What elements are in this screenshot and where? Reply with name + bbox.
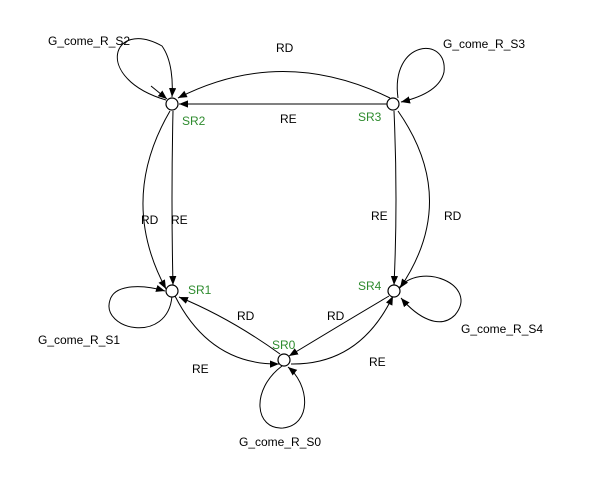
state-sr4-label: SR4 [358,279,382,293]
state-sr2-label: SR2 [182,114,206,128]
self-loop-sr4 [397,275,462,323]
loop-label-s4: G_come_R_S4 [461,322,543,336]
edge-sr0-to-sr4-lower [290,295,394,365]
edge-label-sr1-sr2-right: RE [171,213,188,227]
edge-sr3-to-sr2-top [177,71,391,99]
state-sr1-node[interactable] [165,284,179,298]
edge-label-sr0-sr1-lower: RE [192,362,209,376]
loop-label-s2: G_come_R_S2 [48,34,130,48]
loop-label-s1: G_come_R_S1 [38,333,120,347]
self-loop-sr3 [396,48,445,104]
edge-label-sr2-sr3-top: RD [276,41,294,55]
state-sr3-node[interactable] [386,97,400,111]
loop-label-s0: G_come_R_S0 [239,435,321,449]
state-sr0-node[interactable] [277,353,291,367]
edge-sr0-to-sr1-upper [178,296,281,355]
state-sr4-node[interactable] [387,284,401,298]
edge-label-sr4-sr0-upper: RD [327,309,345,323]
edge-label-sr1-sr0-upper: RD [237,309,255,323]
edge-label-sr3-sr4-left: RE [371,209,388,223]
edge-label-sr2-sr1-left: RD [141,213,159,227]
state-sr0-label: SR0 [272,338,296,352]
edge-label-sr3-sr4-right: RD [444,209,462,223]
self-loop-sr1 [108,284,173,329]
state-sr1-label: SR1 [188,283,212,297]
state-sr2-node[interactable] [165,97,179,111]
edge-sr4-to-sr0-upper [288,295,390,357]
loop-label-s3: G_come_R_S3 [443,37,525,51]
self-loop-sr2 [116,38,177,101]
edge-sr2-to-sr1-right [169,110,177,286]
edge-label-sr0-sr4-lower: RE [369,355,386,369]
edge-label-sr3-sr2-bottom: RE [280,112,297,126]
self-loop-sr0 [259,365,306,429]
self-loop-sr2-tick [150,85,168,100]
state-sr3-label: SR3 [358,110,382,124]
edge-sr2-to-sr1-left [142,110,171,290]
edge-sr1-to-sr0-lower [174,295,280,368]
edge-sr3-to-sr4-right [397,110,430,289]
edge-sr3-to-sr4-left [390,110,399,286]
